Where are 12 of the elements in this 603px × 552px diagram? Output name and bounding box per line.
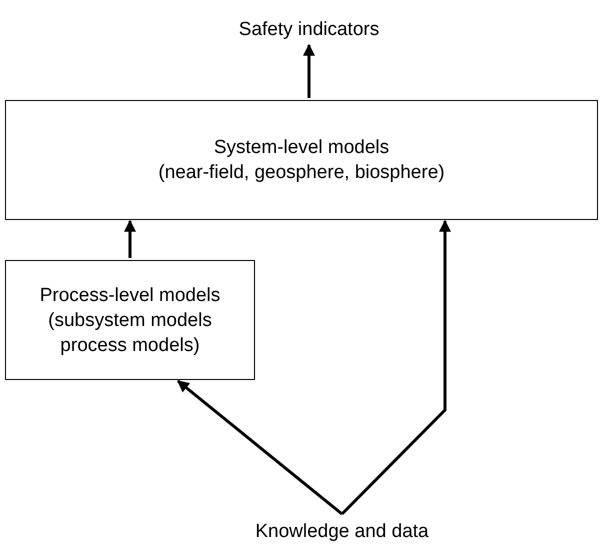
node-label: Safety indicators [238,18,380,42]
arrow [124,220,136,258]
box-title: Process-level models [40,284,220,308]
arrow [303,44,315,98]
model-box [5,260,255,380]
box-subtitle: (near-field, geosphere, biosphere) [158,161,445,185]
arrow [340,220,451,516]
arrow [177,380,343,516]
box-subtitle: (subsystem models process models) [47,308,213,358]
model-box [5,100,598,220]
node-label: Knowledge and data [255,520,429,544]
box-title: System-level models [214,136,390,160]
